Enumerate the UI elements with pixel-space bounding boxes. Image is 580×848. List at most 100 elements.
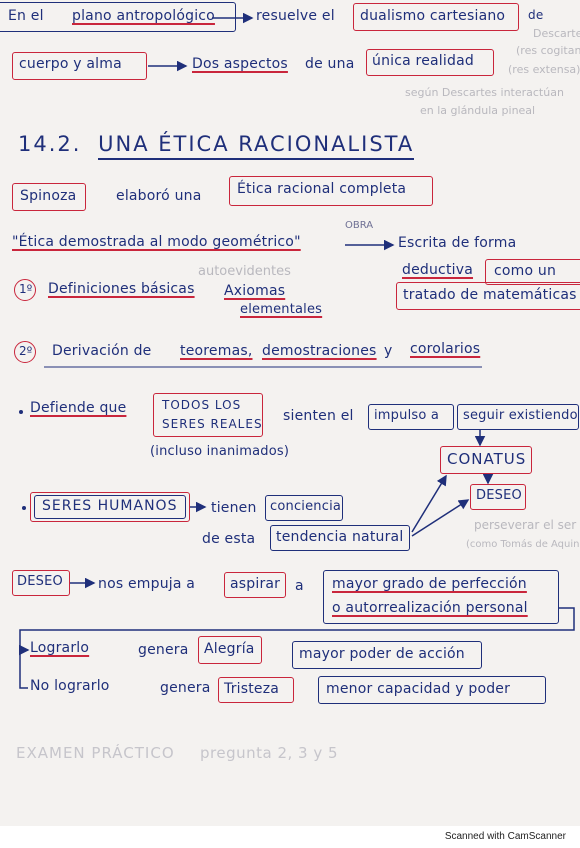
text-autorrealizacion: o autorrealización personal xyxy=(332,600,528,616)
bullet-defiende xyxy=(19,410,23,414)
text-tienen: tienen xyxy=(211,500,257,516)
box-seres-humanos-outer xyxy=(30,492,190,522)
box-impulso xyxy=(368,404,454,430)
box-conciencia xyxy=(265,495,343,521)
box-todos-los xyxy=(153,393,263,437)
text-demostraciones: demostraciones xyxy=(262,343,377,359)
text-deseo-conatus: DESEO xyxy=(476,488,522,503)
scanner-footer: Scanned with CamScanner xyxy=(0,826,580,848)
text-defiende-que: Defiende que xyxy=(30,400,127,416)
box-spinoza xyxy=(12,183,86,211)
text-dos-aspectos: Dos aspectos xyxy=(192,56,288,72)
step1-badge: 1º xyxy=(14,279,36,301)
text-spinoza: Spinoza xyxy=(20,188,77,204)
box-tristeza xyxy=(218,677,294,703)
text-deseo: DESEO xyxy=(17,574,63,589)
box-alegria xyxy=(198,636,262,664)
text-en-el: En el xyxy=(8,8,44,24)
text-perseverar: perseverar el ser xyxy=(474,518,577,532)
text-pregunta: pregunta 2, 3 y 5 xyxy=(200,744,339,762)
text-plano-antropologico: plano antropológico xyxy=(72,8,215,24)
step2-number: 2º xyxy=(19,344,33,358)
text-teoremas: teoremas, xyxy=(180,343,253,359)
box-cuerpo-alma xyxy=(12,52,147,80)
text-impulso: impulso a xyxy=(374,408,440,423)
text-sienten-el: sienten el xyxy=(283,408,354,424)
text-menor-capacidad: menor capacidad y poder xyxy=(326,681,511,697)
text-resuelve-el: resuelve el xyxy=(256,8,335,24)
text-elementales: elementales xyxy=(240,302,323,317)
text-cuerpo-alma: cuerpo y alma xyxy=(19,56,122,72)
text-nos-empuja: nos empuja a xyxy=(98,576,196,592)
text-examen: EXAMEN PRÁCTICO xyxy=(16,744,175,762)
text-como-tomas: (como Tomás de Aquino) xyxy=(466,539,580,550)
text-mayor-grado: mayor grado de perfección xyxy=(332,576,527,592)
box-aspirar xyxy=(224,572,286,598)
text-obra-label: OBRA xyxy=(345,220,374,231)
text-corolarios: corolarios xyxy=(410,341,481,357)
text-etica-completa: Ética racional completa xyxy=(237,181,407,197)
note-glandula: en la glándula pineal xyxy=(420,104,536,117)
text-como-un: como un xyxy=(494,263,557,279)
box-dualismo xyxy=(353,3,519,31)
bracket-lograrlo xyxy=(19,607,575,689)
arrow-tendencia-conatus xyxy=(411,474,447,533)
text-deductiva: deductiva xyxy=(402,262,474,278)
text-a: a xyxy=(295,578,304,594)
box-deseo-conatus xyxy=(470,484,526,510)
text-elaboro-una: elaboró una xyxy=(116,188,202,204)
section-heading: 14.2. UNA ÉTICA RACIONALISTA xyxy=(18,132,415,160)
step1-number: 1º xyxy=(19,282,33,296)
text-seres-humanos: SERES HUMANOS xyxy=(42,498,178,514)
box-menor-capacidad xyxy=(318,676,546,704)
text-genera2: genera xyxy=(160,680,211,696)
text-definiciones: Definiciones básicas xyxy=(48,281,195,297)
note-descartes: Descartes xyxy=(533,27,580,40)
text-seguir: seguir existiendo xyxy=(463,408,578,423)
text-de-esta: de esta xyxy=(202,531,256,547)
section-title: UNA ÉTICA RACIONALISTA xyxy=(98,132,415,160)
text-de: de xyxy=(528,8,544,22)
text-seres-reales: SERES REALES xyxy=(162,417,263,431)
box-deseo xyxy=(12,570,70,596)
box-como-un xyxy=(485,259,580,285)
note-res-cogitans: (res cogitans) xyxy=(516,44,580,57)
step2-badge: 2º xyxy=(14,341,36,363)
box-tendencia xyxy=(270,525,410,551)
arrow-tendencia-deseo xyxy=(411,499,470,537)
notebook-page: En el plano antropológico resuelve el du… xyxy=(0,0,580,826)
text-autoevidentes: autoevidentes xyxy=(198,264,291,279)
box-seres-humanos-inner xyxy=(34,495,186,519)
text-tendencia: tendencia natural xyxy=(276,529,404,545)
text-dualismo: dualismo cartesiano xyxy=(360,8,506,24)
box-en-el xyxy=(0,2,236,32)
box-etica-completa xyxy=(229,176,433,206)
note-res-extensa: (res extensa) xyxy=(508,63,580,76)
text-unica-realidad: única realidad xyxy=(372,53,474,69)
scanner-label: Scanned with CamScanner xyxy=(444,831,566,842)
box-unica-realidad xyxy=(366,49,494,76)
box-conatus xyxy=(440,446,532,474)
box-seguir xyxy=(457,404,579,430)
text-conatus: CONATUS xyxy=(447,450,527,468)
text-genera1: genera xyxy=(138,642,189,658)
text-no-lograrlo: No lograrlo xyxy=(30,678,110,694)
text-todos-los: TODOS LOS xyxy=(162,398,242,412)
box-mayor-grado xyxy=(323,570,559,624)
text-aspirar: aspirar xyxy=(230,576,281,592)
text-y: y xyxy=(384,343,393,359)
text-incluso: (incluso inanimados) xyxy=(150,444,290,459)
text-obra-title: "Ética demostrada al modo geométrico" xyxy=(12,234,301,250)
text-escrita-forma: Escrita de forma xyxy=(398,235,517,251)
connector-lines xyxy=(19,12,575,689)
section-number: 14.2. xyxy=(18,132,82,156)
text-axiomas: Axiomas xyxy=(224,283,286,299)
box-mayor-poder xyxy=(292,641,482,669)
box-tratado xyxy=(396,282,580,310)
bullet-humanos xyxy=(22,506,26,510)
text-tratado: tratado de matemáticas xyxy=(403,287,577,303)
text-derivacion: Derivación de xyxy=(52,343,152,359)
text-lograrlo: Lograrlo xyxy=(30,640,90,656)
note-segun-descartes: según Descartes interactúan xyxy=(405,86,564,99)
text-de-una: de una xyxy=(305,56,355,72)
